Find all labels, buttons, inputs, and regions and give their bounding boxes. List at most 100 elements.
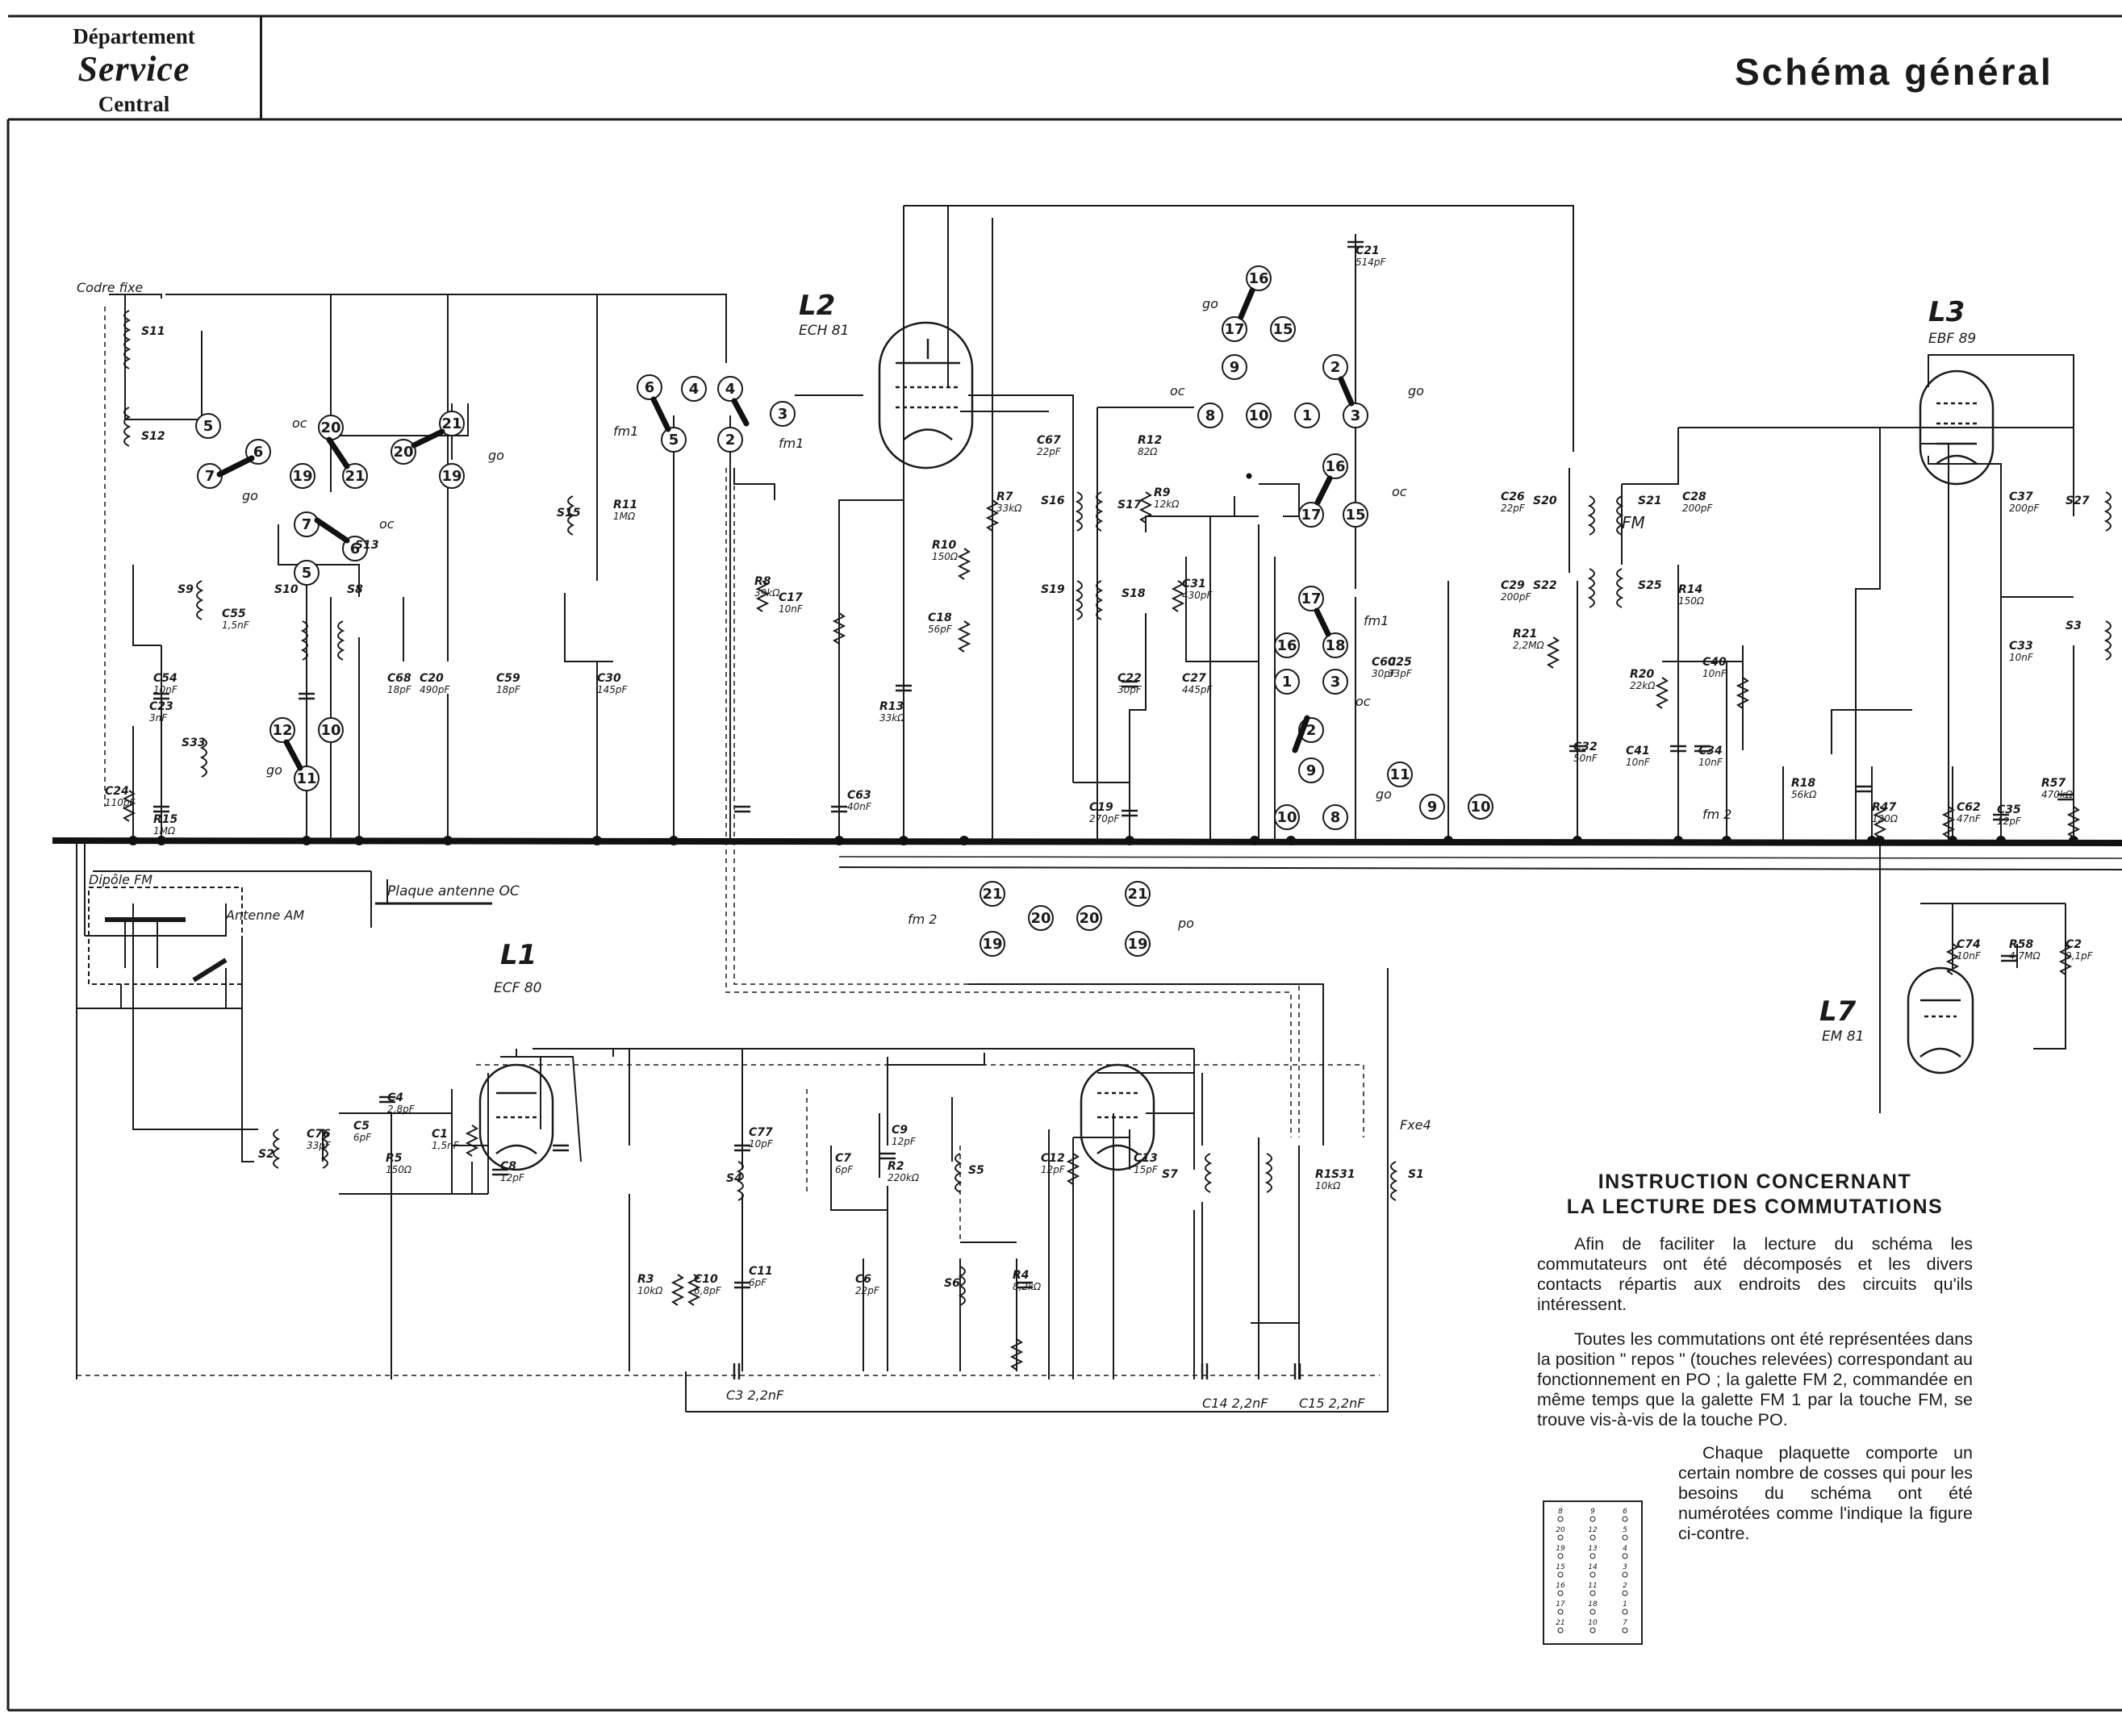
svg-text:15: 15: [1272, 321, 1293, 338]
go-label-5: go: [1408, 383, 1424, 399]
component-ref: S9: [178, 583, 194, 596]
svg-text:11: 11: [1389, 766, 1410, 783]
component-ref: C5: [353, 1120, 370, 1133]
figure-contact-dot: [1589, 1609, 1596, 1615]
svg-text:17: 17: [1224, 321, 1244, 338]
department-line-1: Département: [73, 24, 195, 48]
component-ref: S22: [1533, 579, 1557, 592]
component-label: S25: [1638, 579, 1662, 592]
figure-contact-dot: [1622, 1534, 1628, 1541]
svg-text:19: 19: [292, 468, 312, 485]
component-ref: S27: [2066, 495, 2090, 507]
go-label-3: go: [266, 762, 282, 778]
component-ref: C26: [1501, 490, 1525, 503]
component-ref: C27: [1182, 672, 1206, 685]
component-ref: C60: [1372, 656, 1396, 669]
component-value: 10nF: [1957, 950, 1982, 962]
component-label: S17: [1117, 499, 1142, 511]
svg-text:1: 1: [1302, 407, 1313, 424]
svg-text:19: 19: [982, 936, 1002, 953]
svg-text:20: 20: [1030, 910, 1051, 927]
figure-contact-dot: [1622, 1590, 1628, 1596]
component-value: 12pF: [500, 1172, 525, 1183]
fm2-label-1: fm 2: [908, 912, 937, 927]
component-label: S8: [347, 583, 363, 596]
ground-bus: [52, 837, 2122, 846]
component-value: 30pF: [1117, 684, 1142, 695]
oc-label-3: oc: [1170, 383, 1185, 399]
tube-l7-ref: L7: [1819, 995, 1857, 1028]
component-ref: S10: [274, 583, 299, 596]
component-ref: C34: [1698, 745, 1723, 757]
component-ref: C8: [500, 1160, 516, 1173]
component-ref: C10: [694, 1273, 718, 1286]
figure-contact-number: 14: [1588, 1563, 1598, 1571]
page-title: Schéma général: [1735, 51, 2053, 93]
component-value: 56kΩ: [1791, 789, 1817, 800]
component-value: 12kΩ: [1154, 499, 1180, 510]
figure-contact-dot: [1557, 1627, 1564, 1634]
component-ref: C12: [1041, 1152, 1065, 1165]
component-ref: S25: [1638, 579, 1662, 592]
component-value: 82Ω: [1138, 446, 1158, 457]
component-ref: R12: [1138, 434, 1162, 447]
component-ref: R18: [1791, 777, 1816, 790]
instructions-title-line-1: INSTRUCTION CONCERNANT: [1598, 1171, 1912, 1193]
svg-text:7: 7: [205, 468, 215, 485]
component-label: S7: [1162, 1168, 1178, 1181]
figure-contact-number: 18: [1588, 1600, 1598, 1609]
component-ref: R10: [932, 539, 957, 552]
oc-label-4: oc: [1392, 484, 1407, 499]
component-value: 18pF: [496, 684, 521, 695]
component-value: 40nF: [847, 801, 872, 812]
figure-contact-number: 2: [1623, 1582, 1627, 1590]
tube-l3-icon: [1919, 369, 1995, 486]
svg-text:21: 21: [441, 415, 462, 432]
department-header: Département Service Central: [8, 16, 262, 119]
svg-text:1: 1: [1282, 674, 1293, 691]
svg-text:9: 9: [1306, 762, 1317, 779]
instructions-para-1: Afin de faciliter la lecture du schéma l…: [1537, 1234, 1973, 1314]
component-value: 22pF: [1501, 503, 1526, 514]
component-ref: C67: [1037, 434, 1061, 447]
go-label-1: go: [242, 488, 258, 503]
component-ref: S16: [1041, 495, 1065, 507]
component-ref: S3: [2066, 620, 2082, 632]
component-value: 1,5nF: [222, 620, 250, 631]
component-ref: R9: [1154, 486, 1171, 499]
component-value: 145pF: [597, 684, 629, 695]
component-ref: C55: [222, 607, 246, 620]
component-value: 33kΩ: [996, 503, 1022, 514]
component-value: 18pF: [387, 684, 412, 695]
component-ref: C62: [1957, 801, 1981, 814]
svg-text:19: 19: [1127, 936, 1147, 953]
svg-text:6: 6: [253, 444, 264, 461]
component-ref: S8: [347, 583, 363, 596]
component-ref: C17: [779, 591, 803, 604]
component-ref: C31: [1182, 578, 1206, 590]
component-ref: R15: [153, 813, 178, 826]
component-ref: R58: [2009, 938, 2034, 951]
component-label: S11: [141, 325, 165, 338]
component-label: S18: [1122, 587, 1146, 600]
component-value: 30pF: [1372, 668, 1397, 679]
component-value: 10nF: [2009, 652, 2034, 663]
component-value: 150Ω: [1678, 595, 1705, 607]
figure-contact-number: 12: [1588, 1526, 1598, 1534]
